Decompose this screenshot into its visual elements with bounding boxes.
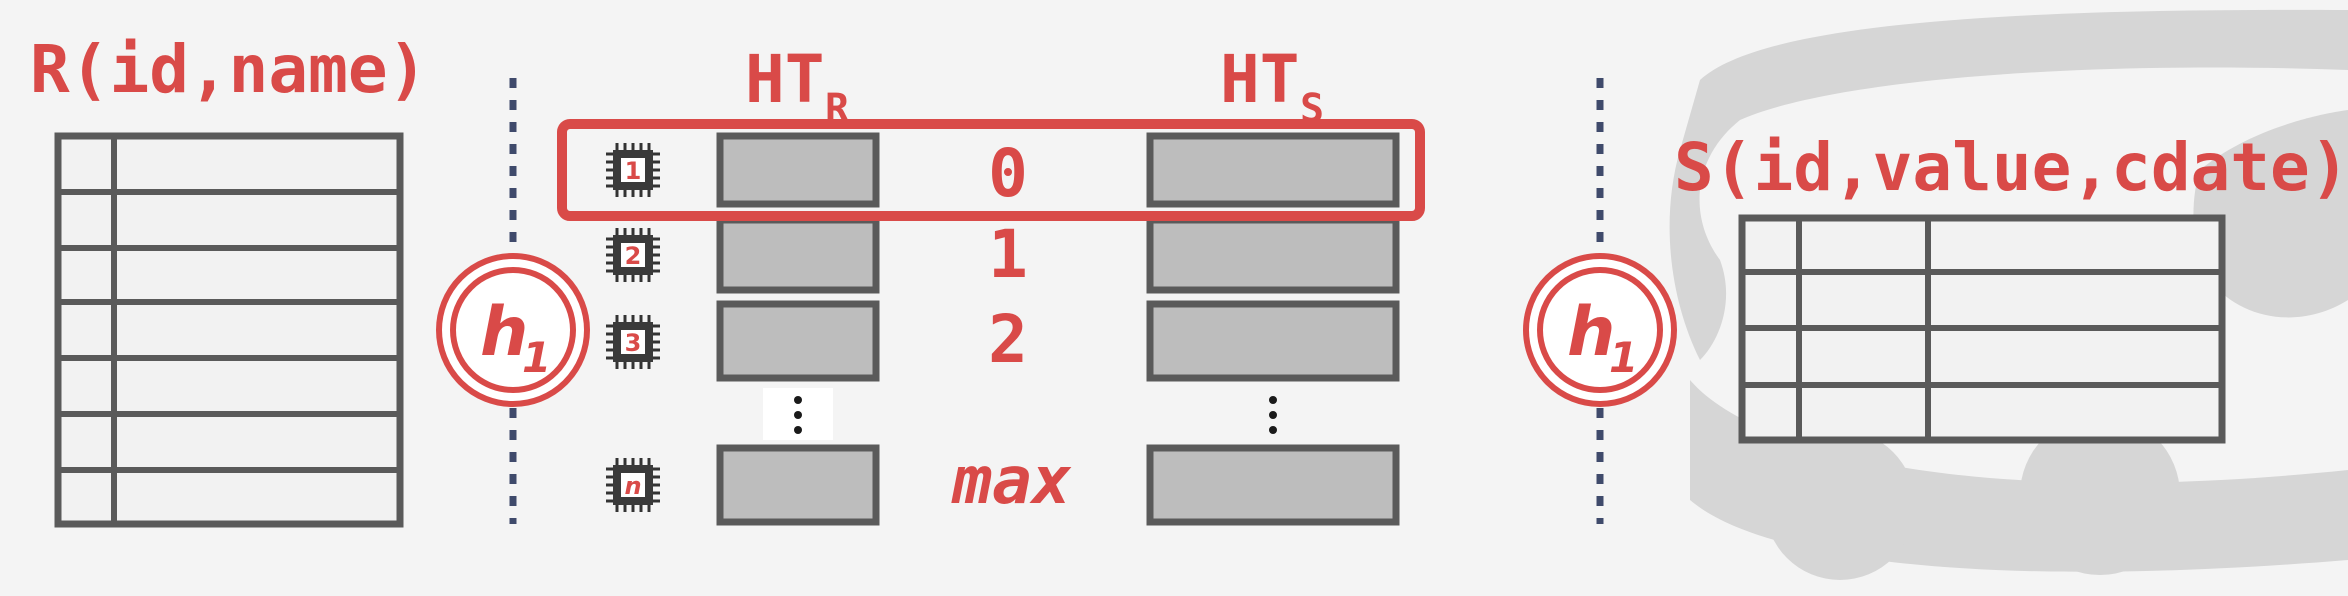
cpu-icon: n bbox=[606, 458, 660, 512]
left-hash-function: h 1 bbox=[436, 253, 590, 407]
ht-r-bucket-2 bbox=[716, 300, 880, 382]
cpu-core-label: 2 bbox=[625, 242, 642, 270]
right-table bbox=[1738, 214, 2226, 444]
ht-s-bucket-max bbox=[1146, 444, 1400, 526]
ht-s-label: HT bbox=[1220, 41, 1299, 118]
ht-s-bucket-2 bbox=[1146, 300, 1400, 382]
right-hash-subscript: 1 bbox=[1609, 333, 1638, 382]
cpu-core-label: n bbox=[624, 472, 641, 500]
left-hash-subscript: 1 bbox=[522, 333, 551, 382]
ht-r-label: HT bbox=[745, 41, 824, 118]
ht-s-bucket-1 bbox=[1146, 216, 1400, 294]
cpu-core-label: 3 bbox=[625, 329, 642, 357]
partition-label-2: 2 bbox=[988, 301, 1028, 378]
left-table-label: R(id,name) bbox=[30, 31, 427, 108]
vertical-ellipsis-icon bbox=[1269, 396, 1277, 434]
ht-s-bucket-0 bbox=[1146, 132, 1400, 208]
right-hash-function: h 1 bbox=[1523, 253, 1677, 407]
partition-label-0: 0 bbox=[988, 135, 1028, 212]
right-hash-label: h bbox=[1567, 293, 1615, 372]
cpu-icon: 2 bbox=[606, 228, 660, 282]
cpu-icon: 1 bbox=[606, 143, 660, 197]
right-table-label: S(id,value,cdate) bbox=[1674, 129, 2348, 206]
partition-0-highlight bbox=[557, 119, 1425, 221]
ht-r-bucket-0 bbox=[716, 132, 880, 208]
left-hash-label: h bbox=[480, 293, 528, 372]
partition-label-1: 1 bbox=[988, 216, 1028, 293]
left-table bbox=[54, 132, 404, 528]
cpu-core-label: 1 bbox=[625, 157, 642, 185]
cpu-icon: 3 bbox=[606, 315, 660, 369]
ht-r-bucket-max bbox=[716, 444, 880, 526]
cpu-icons: 1 2 3 n bbox=[606, 143, 660, 512]
ht-r-bucket-1 bbox=[716, 216, 880, 294]
vertical-ellipsis-icon bbox=[763, 388, 833, 440]
database-watermark-icon bbox=[1669, 9, 2348, 580]
partition-label-max: max bbox=[950, 442, 1071, 519]
